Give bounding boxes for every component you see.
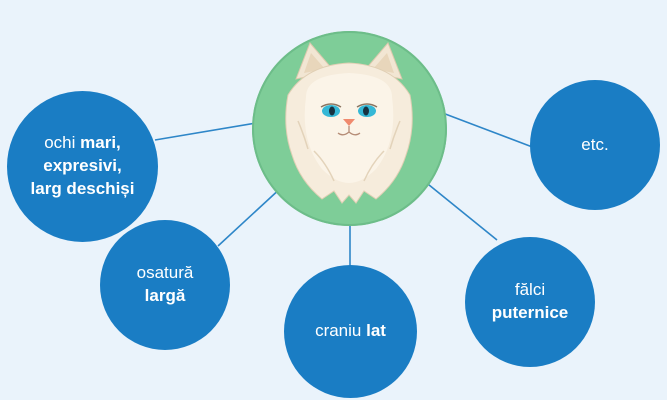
node-eyes: ochi mari, expresivi, larg deschiși — [7, 91, 158, 242]
center-cat-node — [252, 31, 447, 226]
node-etc: etc. — [530, 80, 660, 210]
node-eyes-text: ochi — [44, 133, 80, 152]
node-eyes-line-1: ochi mari, — [44, 132, 121, 155]
node-jaw-text: fălci — [515, 279, 545, 302]
connector-eyes — [155, 122, 262, 140]
node-bone-structure: osatură largă — [100, 220, 230, 350]
node-eyes-bold-3: larg deschiși — [31, 178, 135, 201]
persian-cat-icon — [252, 31, 447, 226]
node-eyes-bold-1: mari, — [80, 133, 121, 152]
node-skull-text: craniu — [315, 321, 366, 340]
node-eyes-bold-2: expresivi, — [43, 155, 121, 178]
node-skull-line: craniu lat — [315, 320, 386, 343]
connector-etc — [440, 112, 535, 148]
node-bone-text: osatură — [137, 262, 194, 285]
node-skull: craniu lat — [284, 265, 417, 398]
node-bone-bold: largă — [145, 285, 186, 308]
node-skull-bold: lat — [366, 321, 386, 340]
node-etc-text: etc. — [581, 134, 608, 157]
node-jaw: fălci puternice — [465, 237, 595, 367]
node-jaw-bold: puternice — [492, 302, 569, 325]
